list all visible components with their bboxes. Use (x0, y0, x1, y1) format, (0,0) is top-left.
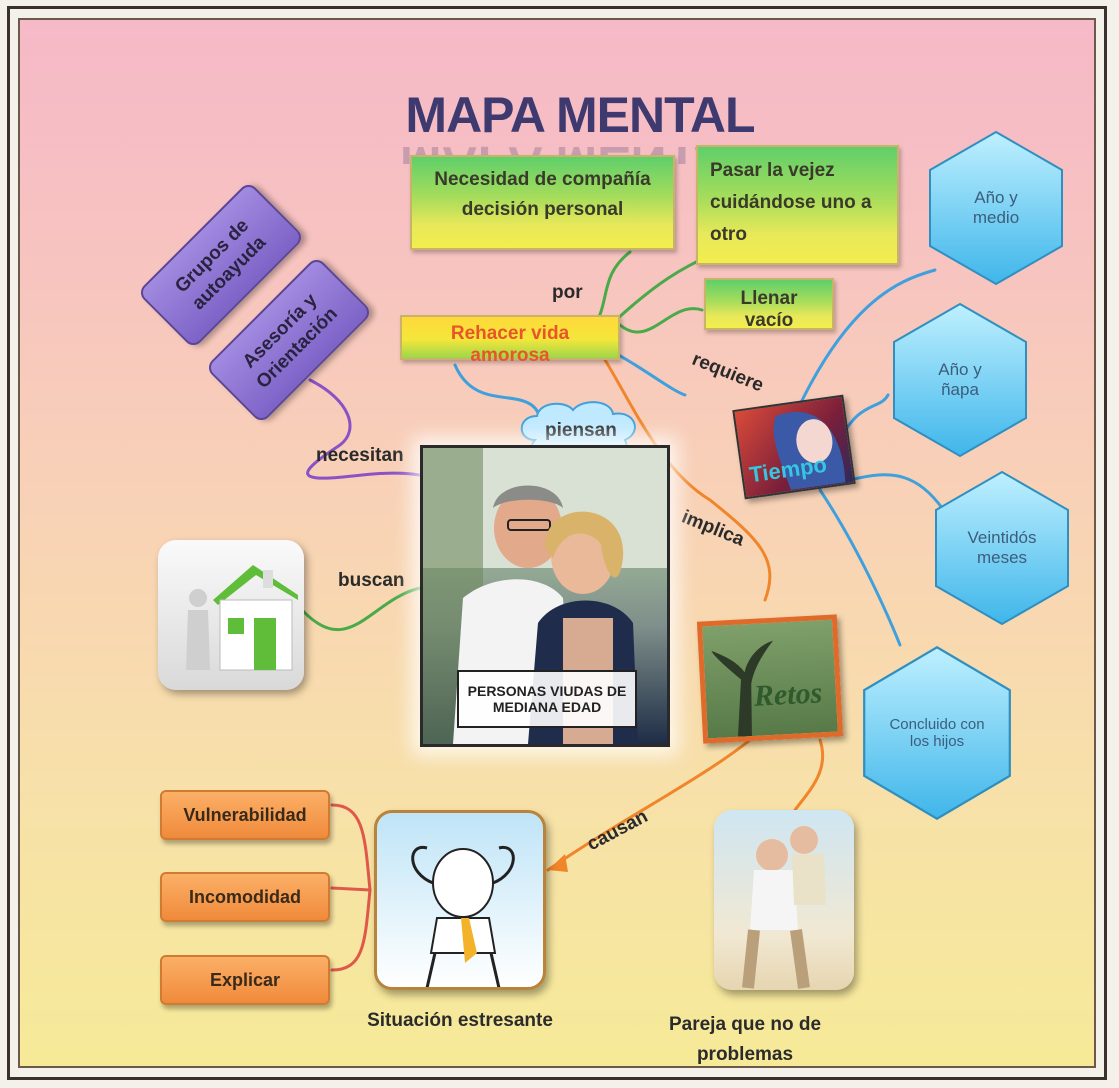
connector-lines (300, 250, 952, 972)
remake-love-box: Rehacer vida amorosa (400, 315, 620, 366)
companion-text: Necesidad de compañía decisión personal (434, 169, 651, 220)
hex-label: Año y medio (972, 188, 1020, 227)
label-por: por (552, 282, 583, 303)
remake-love-text: Rehacer vida amorosa (450, 323, 570, 366)
stress-caption: Situación estresante (367, 1010, 553, 1031)
fill-void-text: Llenar vacío (740, 288, 798, 331)
couple-caption: Pareja que no de problemas (668, 1014, 822, 1065)
hexagon-year-extra: Año y ñapa (892, 302, 1028, 458)
tree-icon (711, 640, 774, 737)
discomfort-button: Incomodidad (160, 872, 330, 922)
house-icon (186, 565, 298, 671)
center-caption-box: PERSONAS VIUDAS DE MEDIANA EDAD (457, 670, 637, 728)
mind-map-canvas: MAPA MENTAL MAPA MENTAL Necesidad de com… (18, 18, 1096, 1068)
label-piensan: piensan (545, 420, 617, 441)
old-age-text: Pasar la vejez cuidándose uno a otro (710, 160, 872, 245)
hex-label: Veintidós meses (967, 528, 1037, 567)
retos-label: Retos (753, 676, 824, 713)
discomfort-text: Incomodidad (189, 886, 301, 907)
hex-label: Concluido con los hijos (889, 716, 985, 750)
fill-void-box: Llenar vacío (704, 278, 834, 331)
house-image (158, 540, 304, 690)
stressed-man-image (374, 810, 546, 990)
elderly-couple-icon (742, 826, 826, 989)
hexagon-year-half: Año y medio (928, 130, 1064, 286)
label-buscan: buscan (338, 570, 405, 591)
arrowhead-icon (548, 854, 568, 872)
companion-box: Necesidad de compañía decisión personal (410, 155, 675, 250)
hexagon-children-done: Concluido con los hijos (862, 645, 1012, 821)
retos-image: Retos (696, 614, 844, 744)
hexagon-22-months: Veintidós meses (934, 470, 1070, 626)
hex-label: Año y ñapa (938, 360, 982, 399)
old-age-box: Pasar la vejez cuidándose uno a otro (696, 145, 899, 265)
label-necesitan: necesitan (316, 445, 404, 466)
vulnerability-text: Vulnerabilidad (183, 804, 307, 825)
outer-frame (7, 6, 1107, 1080)
explain-button: Explicar (160, 955, 330, 1005)
elderly-couple-image (714, 810, 854, 990)
vulnerability-button: Vulnerabilidad (160, 790, 330, 840)
stressed-man-icon (411, 846, 515, 987)
center-caption-text: PERSONAS VIUDAS DE MEDIANA EDAD (467, 683, 627, 715)
tiempo-image: Tiempo (732, 394, 856, 500)
page-title: MAPA MENTAL (405, 87, 755, 143)
center-photo: PERSONAS VIUDAS DE MEDIANA EDAD (420, 445, 670, 747)
anime-figure-icon (773, 411, 846, 490)
explain-text: Explicar (209, 969, 281, 990)
